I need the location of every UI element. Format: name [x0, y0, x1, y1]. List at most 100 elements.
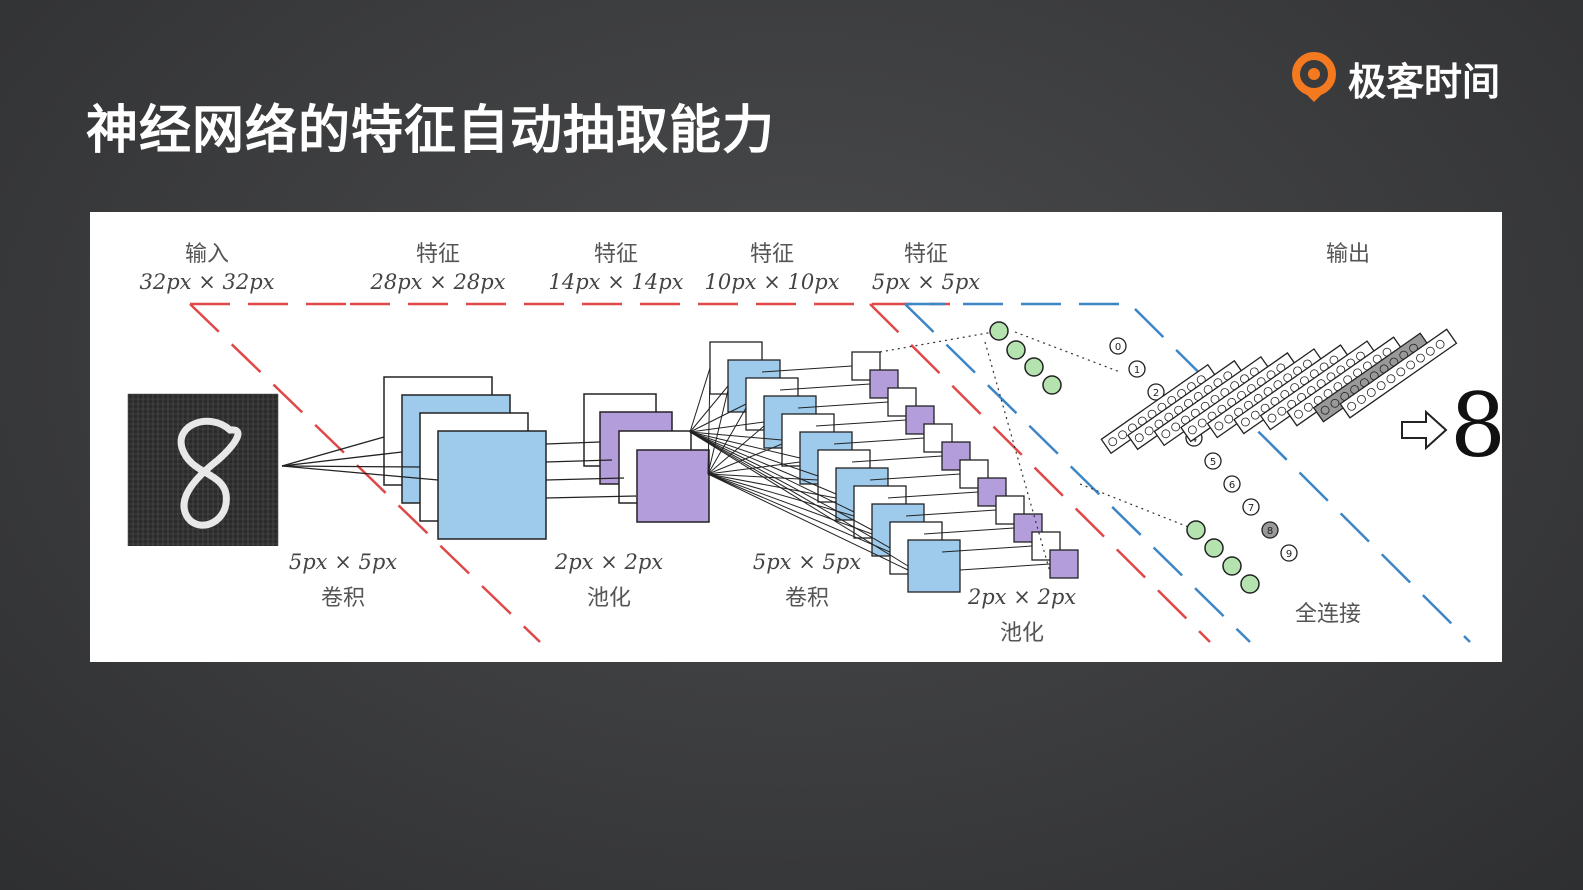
pool-connection — [545, 459, 613, 463]
output-node — [1109, 337, 1127, 355]
output-vector-cell — [1171, 422, 1181, 432]
op-name-pool-2: 池化 — [999, 621, 1045, 646]
conv2-connection — [689, 403, 747, 433]
right-arrow-icon — [1401, 409, 1448, 451]
conv1-connection — [281, 465, 439, 481]
stage-label-feature-1: 特征 — [415, 242, 461, 267]
conv2-connection — [707, 473, 855, 517]
output-vector-cell — [1347, 401, 1357, 411]
conv2-connection — [689, 431, 909, 567]
conv2-connection — [689, 367, 711, 433]
input-digit-eight — [177, 417, 242, 529]
output-vector-cell — [1144, 426, 1154, 436]
op-name-pool-1: 池化 — [586, 586, 632, 611]
output-node-label: 9 — [1286, 549, 1292, 560]
conv2-connection — [707, 473, 891, 553]
page-title: 神经网络的特征自动抽取能力 — [86, 101, 776, 161]
output-vector-cell — [1376, 381, 1386, 391]
conv1-feature-map — [437, 430, 547, 540]
pool2-connection — [779, 383, 871, 391]
conv2-connection — [689, 431, 783, 441]
output-vector-cell — [1406, 360, 1416, 370]
pool2-connection — [869, 473, 961, 481]
fc-node — [1006, 340, 1026, 360]
output-node-label: 7 — [1248, 503, 1254, 514]
fc-node — [1024, 357, 1044, 377]
stage-label-output: 输出 — [1325, 242, 1371, 267]
geektime-logo-icon — [1292, 52, 1336, 102]
output-node — [1147, 383, 1165, 401]
output-node — [1242, 498, 1260, 516]
conv2-connection — [689, 431, 801, 459]
output-vector-cell — [1294, 409, 1303, 419]
output-digit: 8 — [1450, 374, 1506, 477]
conv2-connection — [707, 389, 729, 475]
cnn-diagram: 0123456789 输入 32px × 32px 特征 28px × 28px… — [90, 212, 1506, 662]
output-vector-cell — [1250, 410, 1260, 420]
output-vector-cell — [1224, 414, 1234, 424]
stage-size-feature-3: 10px × 10px — [704, 270, 840, 294]
pool-connection — [545, 477, 625, 481]
output-node — [1204, 452, 1222, 470]
fc-node — [1186, 520, 1206, 540]
op-size-pool-2: 2px × 2px — [967, 585, 1077, 609]
output-vector-cell — [1241, 417, 1250, 427]
pool-connection — [545, 495, 637, 499]
fc-dotted-links — [879, 330, 1197, 531]
output-node-label: 5 — [1210, 457, 1216, 468]
conv2-connection — [707, 461, 801, 475]
conv1-connection — [281, 436, 385, 467]
fc-node — [1042, 375, 1062, 395]
output-vector-cell — [1416, 353, 1425, 363]
cnn-diagram-svg: 0123456789 — [127, 302, 1471, 643]
stage-label-feature-3: 特征 — [749, 242, 795, 267]
output-vector-cell — [1357, 394, 1366, 404]
blue-dashed-guides — [904, 302, 1471, 643]
output-node-label: 8 — [1267, 526, 1273, 537]
pool1-feature-map — [636, 449, 710, 523]
op-size-conv-2: 5px × 5px — [752, 550, 862, 574]
conv2-connection — [707, 425, 765, 475]
pool2-connection — [959, 563, 1051, 571]
pool2-connection — [815, 419, 907, 427]
output-node — [1223, 475, 1241, 493]
fc-dotted-links — [984, 341, 1051, 573]
pool2-connection — [797, 401, 889, 409]
fc-node — [1204, 538, 1224, 558]
output-vector-cell — [1396, 367, 1406, 377]
output-vector-cell — [1303, 402, 1313, 412]
output-vector-cell — [1214, 421, 1224, 431]
output-node-label: 2 — [1153, 388, 1159, 399]
output-vector-cell — [1118, 430, 1127, 440]
output-vector-cell — [1267, 413, 1277, 423]
conv2-connection — [707, 473, 909, 571]
pool-connection — [545, 441, 601, 445]
output-node — [1261, 521, 1279, 539]
output-vector-cell — [1425, 346, 1435, 356]
output-node — [1128, 360, 1146, 378]
stage-label-feature-2: 特征 — [593, 242, 639, 267]
pool2-feature-map — [1049, 549, 1079, 579]
output-vectors — [1100, 328, 1458, 455]
output-vector-cell — [1277, 406, 1287, 416]
output-vector-cell — [1320, 405, 1330, 415]
stage-size-feature-1: 28px × 28px — [370, 270, 506, 294]
conv1-connection — [281, 465, 421, 468]
pool2-connection — [761, 365, 853, 373]
conv2-connection — [689, 431, 873, 531]
stage-label-input: 输入 — [184, 242, 230, 267]
pool2-connection — [851, 455, 943, 463]
output-node-label: 1 — [1134, 365, 1140, 376]
op-size-pool-1: 2px × 2px — [554, 550, 664, 574]
output-vector-cell — [1134, 433, 1144, 443]
conv2-connection — [689, 431, 837, 495]
op-name-conv-2: 卷积 — [784, 586, 830, 611]
fc-node — [989, 321, 1009, 341]
fc-node — [1240, 574, 1260, 594]
pool2-feature-map — [869, 369, 899, 399]
stage-size-feature-4: 5px × 5px — [871, 270, 981, 294]
output-node-label: 6 — [1229, 480, 1235, 491]
fc-node — [1222, 556, 1242, 576]
output-vector-cell — [1366, 388, 1376, 397]
stage-size-input: 32px × 32px — [139, 270, 275, 294]
